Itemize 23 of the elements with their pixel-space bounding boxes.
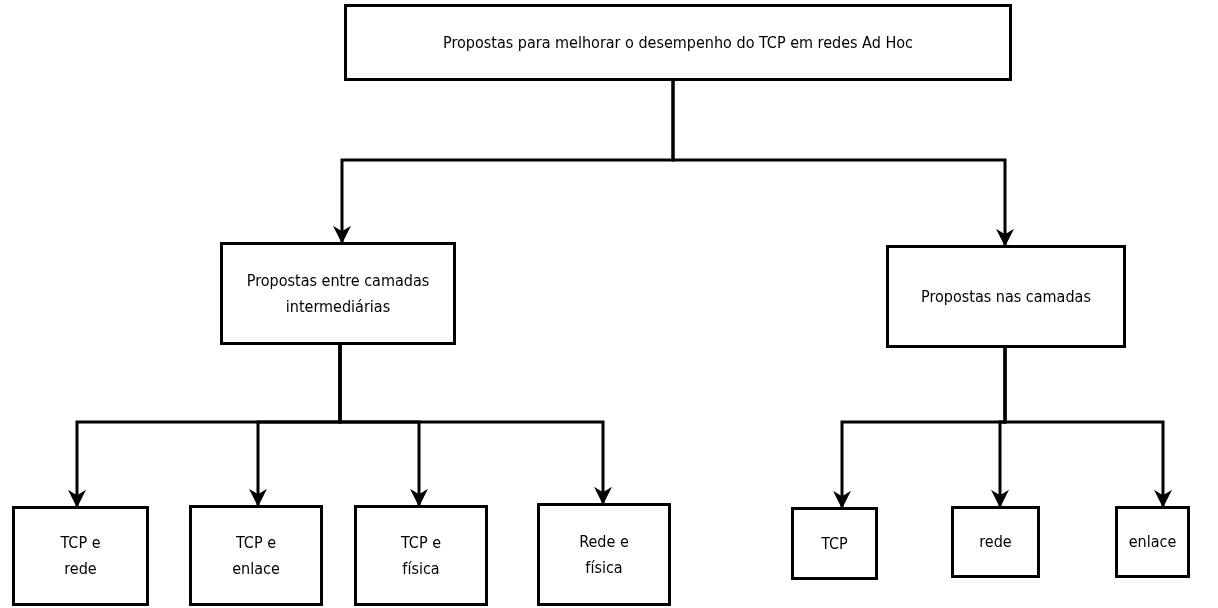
process-box	[537, 503, 671, 606]
arrow	[671, 81, 1014, 247]
arrow	[338, 345, 612, 505]
process-box	[1115, 506, 1190, 578]
process-box	[354, 505, 488, 606]
process-box	[12, 506, 149, 606]
box-label: TCP e rede	[59, 532, 102, 580]
box-label: TCP	[821, 532, 848, 555]
box-label: TCP e física	[400, 531, 442, 580]
process-box	[189, 505, 323, 606]
process-box	[791, 507, 878, 580]
process-box	[344, 4, 1012, 81]
box-label: rede	[979, 531, 1012, 554]
process-box	[951, 506, 1040, 578]
process-box	[886, 245, 1126, 348]
box-label: Propostas para melhorar o desempenho do TCP em redes Ad Hoc	[443, 31, 913, 54]
process-box	[220, 242, 456, 345]
box-label: enlace	[1128, 531, 1177, 554]
box-label: Propostas nas camadas	[921, 285, 1091, 308]
box-label: Propostas entre camadas intermediárias	[245, 269, 431, 318]
box-label: Rede e física	[578, 530, 630, 579]
arrow	[1003, 348, 1172, 508]
box-label: TCP e enlace	[231, 531, 281, 580]
